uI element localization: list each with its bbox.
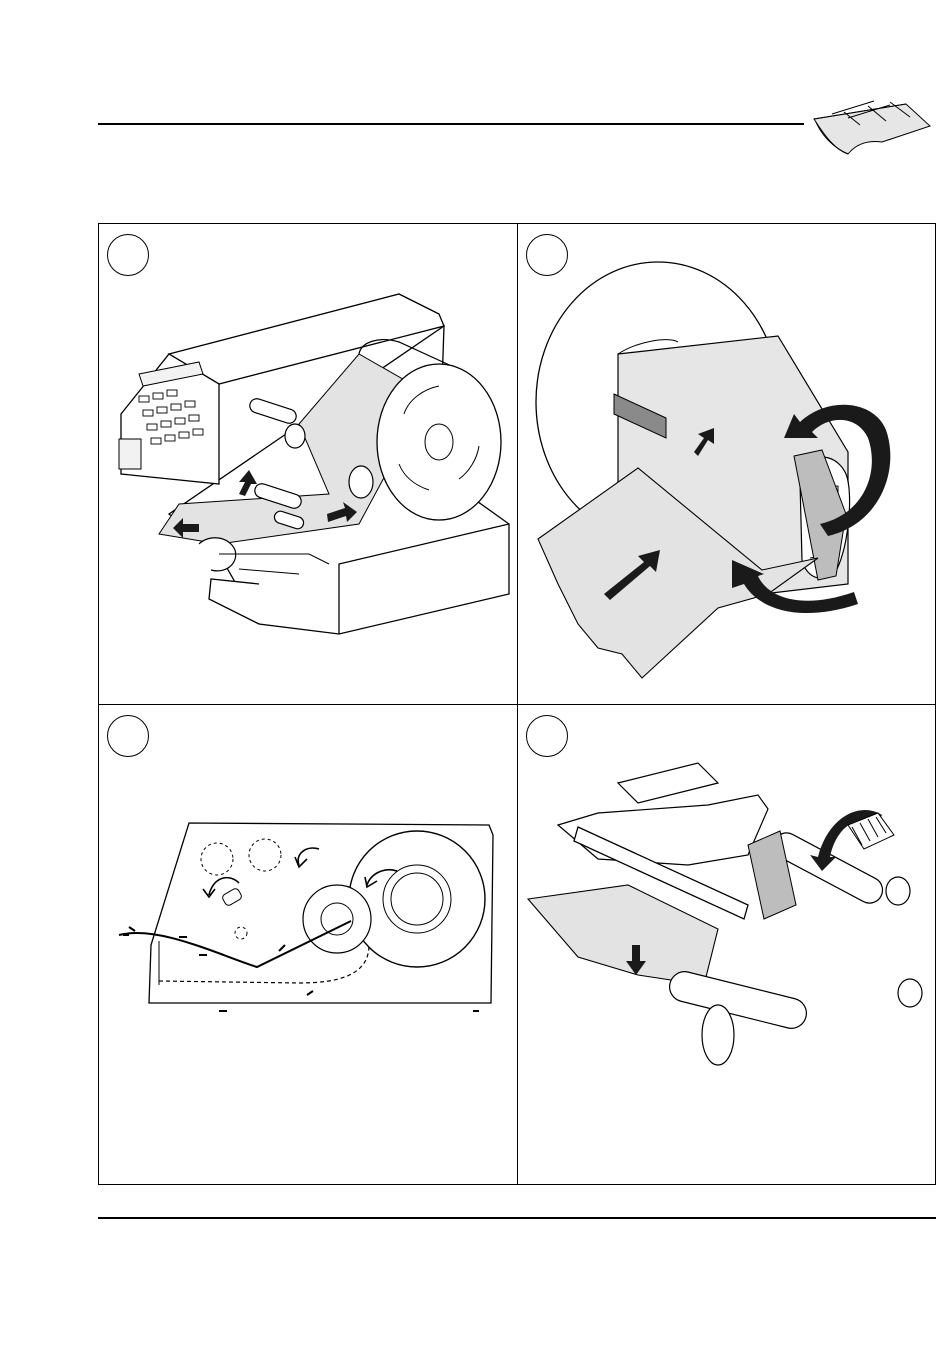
step-panel-3 xyxy=(99,705,517,1185)
step-panel-1 xyxy=(99,224,517,704)
printer-media-loading-illustration xyxy=(99,224,517,704)
step-panel-2 xyxy=(518,224,936,704)
printhead-mechanism-illustration xyxy=(518,705,936,1185)
header-rule xyxy=(98,123,804,125)
step-number-badge xyxy=(107,715,149,757)
media-roll-hub-illustration xyxy=(518,224,936,704)
label-stock-icon xyxy=(808,92,938,158)
step-number-badge xyxy=(526,715,568,757)
step-number-badge xyxy=(107,234,149,276)
step-panel-4 xyxy=(518,705,936,1185)
step-number-badge xyxy=(526,234,568,276)
instruction-grid xyxy=(98,223,936,1185)
media-path-side-view-illustration xyxy=(99,705,517,1185)
footer-rule xyxy=(98,1217,936,1219)
